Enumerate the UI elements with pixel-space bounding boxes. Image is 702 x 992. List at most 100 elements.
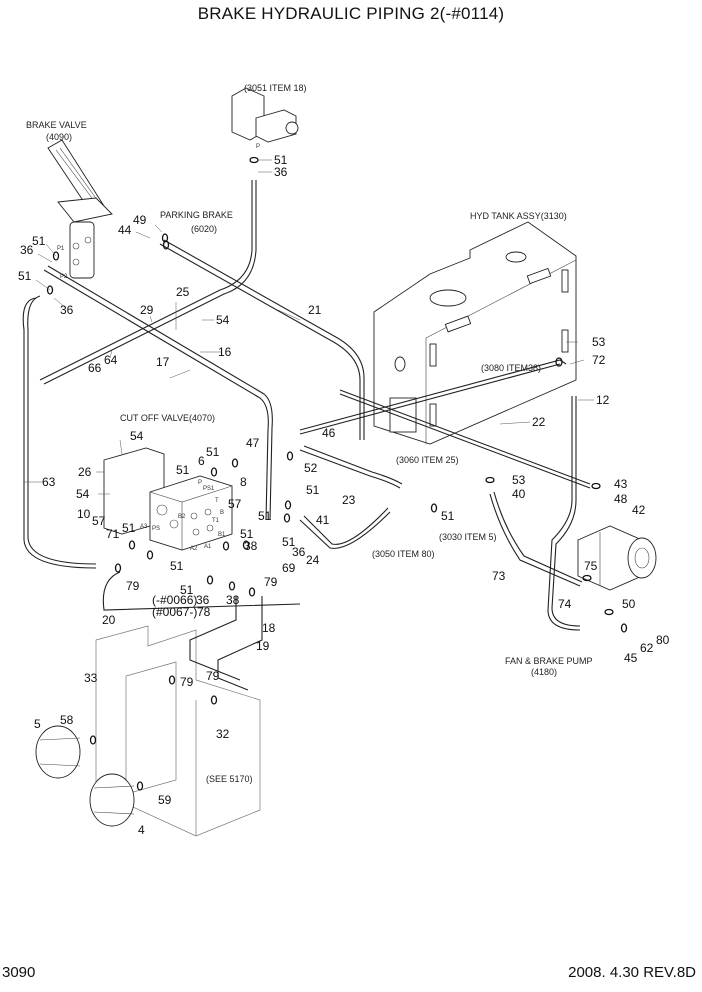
page-number: 3090 (2, 964, 36, 981)
port-label: B1 (218, 532, 226, 538)
cut-off-valve (103, 447, 233, 551)
callout-c72: 72 (592, 353, 606, 367)
callout-c18: 18 (262, 621, 276, 635)
callout-c47: 47 (246, 436, 260, 450)
port-label: A3 (140, 524, 148, 530)
callout-c24: 24 (306, 553, 320, 567)
cut-off-valve-label: CUT OFF VALVE(4070) (120, 413, 215, 423)
item-3080-label: (3080 ITEM38) (481, 363, 541, 373)
callout-c54b: 54 (130, 429, 144, 443)
callout-c20: 20 (102, 613, 116, 627)
callout-c29: 29 (140, 303, 154, 317)
item-3030-label: (3030 ITEM 5) (439, 532, 497, 542)
callout-c62: 62 (640, 641, 654, 655)
callout-c4: 4 (138, 823, 145, 837)
callout-c64: 64 (104, 353, 118, 367)
callout-c51l: 51 (441, 509, 455, 523)
callout-c51f: 51 (122, 521, 136, 535)
callout-numbers: 5136494451365136252954211617646653721222… (18, 153, 670, 837)
see-5170-label: (SEE 5170) (206, 774, 253, 784)
callout-c45: 45 (624, 651, 638, 665)
serial-range-b: (#0067-) (152, 605, 197, 619)
callout-c73: 73 (492, 569, 506, 583)
callout-c38a: 38 (244, 539, 258, 553)
port-label: P (198, 480, 202, 486)
leader-lines (24, 159, 594, 495)
callout-c43: 43 (614, 477, 628, 491)
fan-brake-pump (577, 525, 657, 591)
callout-c6: 6 (198, 454, 205, 468)
port-label: A1 (204, 544, 212, 550)
callout-c53b: 53 (512, 473, 526, 487)
callout-c36e: 36 (196, 593, 210, 607)
brake-valve-number: (4090) (46, 132, 72, 142)
callout-c50: 50 (622, 597, 636, 611)
callout-c59: 59 (158, 793, 172, 807)
callout-c79c: 79 (180, 675, 194, 689)
callout-c51e: 51 (176, 463, 190, 477)
port-label: B (220, 510, 224, 516)
callout-c51c: 51 (18, 269, 32, 283)
callout-c75: 75 (584, 559, 598, 573)
port-label: T (215, 498, 219, 504)
callout-c80: 80 (656, 633, 670, 647)
callout-c57b: 57 (92, 514, 106, 528)
callout-c51j: 51 (306, 483, 320, 497)
item-3051-label: (3051 ITEM 18) (244, 83, 307, 93)
callout-c32: 32 (216, 727, 230, 741)
callout-c36b: 36 (20, 243, 34, 257)
callout-c36d: 36 (292, 545, 306, 559)
callout-c49: 49 (133, 213, 147, 227)
callout-c78: 78 (197, 605, 211, 619)
port-label: P (256, 144, 260, 150)
serial-range-a: (-#0066) (152, 593, 197, 607)
brake-valve-label: BRAKE VALVE (26, 120, 87, 130)
revision-date: 2008. 4.30 REV.8D (568, 964, 696, 981)
callout-c46: 46 (322, 426, 336, 440)
callout-c38b: 38 (226, 593, 240, 607)
callout-c54c: 54 (76, 487, 90, 501)
port-label: P1 (57, 246, 65, 252)
pipes (22, 180, 591, 691)
callout-c57a: 57 (228, 497, 242, 511)
item-3060-label: (3060 ITEM 25) (396, 455, 459, 465)
callout-c22: 22 (532, 415, 546, 429)
callout-c79b: 79 (264, 575, 278, 589)
port-label: PS1 (203, 486, 215, 492)
callout-c25: 25 (176, 285, 190, 299)
callout-c48: 48 (614, 492, 628, 506)
callout-c23: 23 (342, 493, 356, 507)
callout-c51h: 51 (240, 527, 254, 541)
callout-c42: 42 (632, 503, 646, 517)
callout-c10: 10 (77, 507, 91, 521)
callout-c5: 5 (34, 717, 41, 731)
item-3050-label: (3050 ITEM 80) (372, 549, 435, 559)
callout-c53a: 53 (592, 335, 606, 349)
brake-valve (47, 139, 113, 279)
accumulator-bracket (35, 625, 261, 837)
port-label: A2 (190, 546, 198, 552)
callout-c16: 16 (218, 345, 232, 359)
callout-c51i: 51 (258, 509, 272, 523)
solenoid-valve (231, 87, 299, 143)
pump-number: (4180) (531, 667, 557, 677)
callout-c79d: 79 (206, 669, 220, 683)
callout-c74: 74 (558, 597, 572, 611)
parking-brake-label: PARKING BRAKE (160, 210, 233, 220)
callout-c51d: 51 (206, 445, 220, 459)
callout-c41: 41 (316, 513, 330, 527)
hydraulic-tank (373, 221, 577, 445)
callout-c40: 40 (512, 487, 526, 501)
port-label: B2 (178, 514, 186, 520)
callout-c66: 66 (88, 361, 102, 375)
port-label: P2 (60, 274, 68, 280)
callout-c19: 19 (256, 639, 270, 653)
callout-c8: 8 (240, 475, 247, 489)
callout-c21: 21 (308, 303, 322, 317)
callout-c51m: 51 (180, 583, 194, 597)
callout-c52: 52 (304, 461, 318, 475)
callout-c63: 63 (42, 475, 56, 489)
callout-c69: 69 (282, 561, 296, 575)
callout-c12: 12 (596, 393, 610, 407)
